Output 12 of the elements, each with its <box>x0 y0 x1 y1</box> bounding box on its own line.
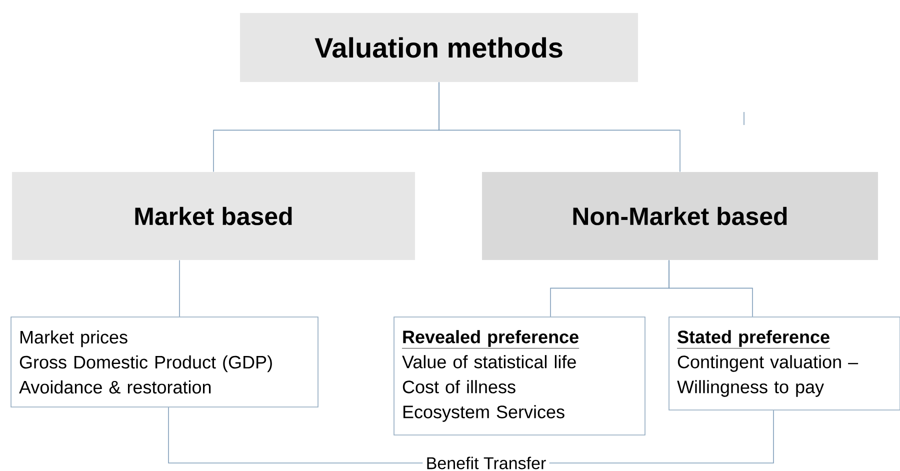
connector <box>168 407 424 464</box>
connector <box>548 410 774 464</box>
method-box: Market prices Gross Domestic Product (GDP) Avoidance & restoration <box>10 316 318 408</box>
title-box: Valuation methods <box>240 13 638 82</box>
text-label: Benefit Transfer <box>427 456 546 470</box>
category-box: Market based <box>12 172 415 260</box>
connector <box>438 82 680 172</box>
category-box: Non-Market based <box>482 172 878 260</box>
method-box: Revealed preference Value of statistical life Cost of illness Ecosystem Services <box>394 316 646 436</box>
connector <box>668 260 753 317</box>
connector <box>179 260 180 317</box>
method-box: Stated preference Contingent valuation – Willingness to pay <box>668 316 900 410</box>
